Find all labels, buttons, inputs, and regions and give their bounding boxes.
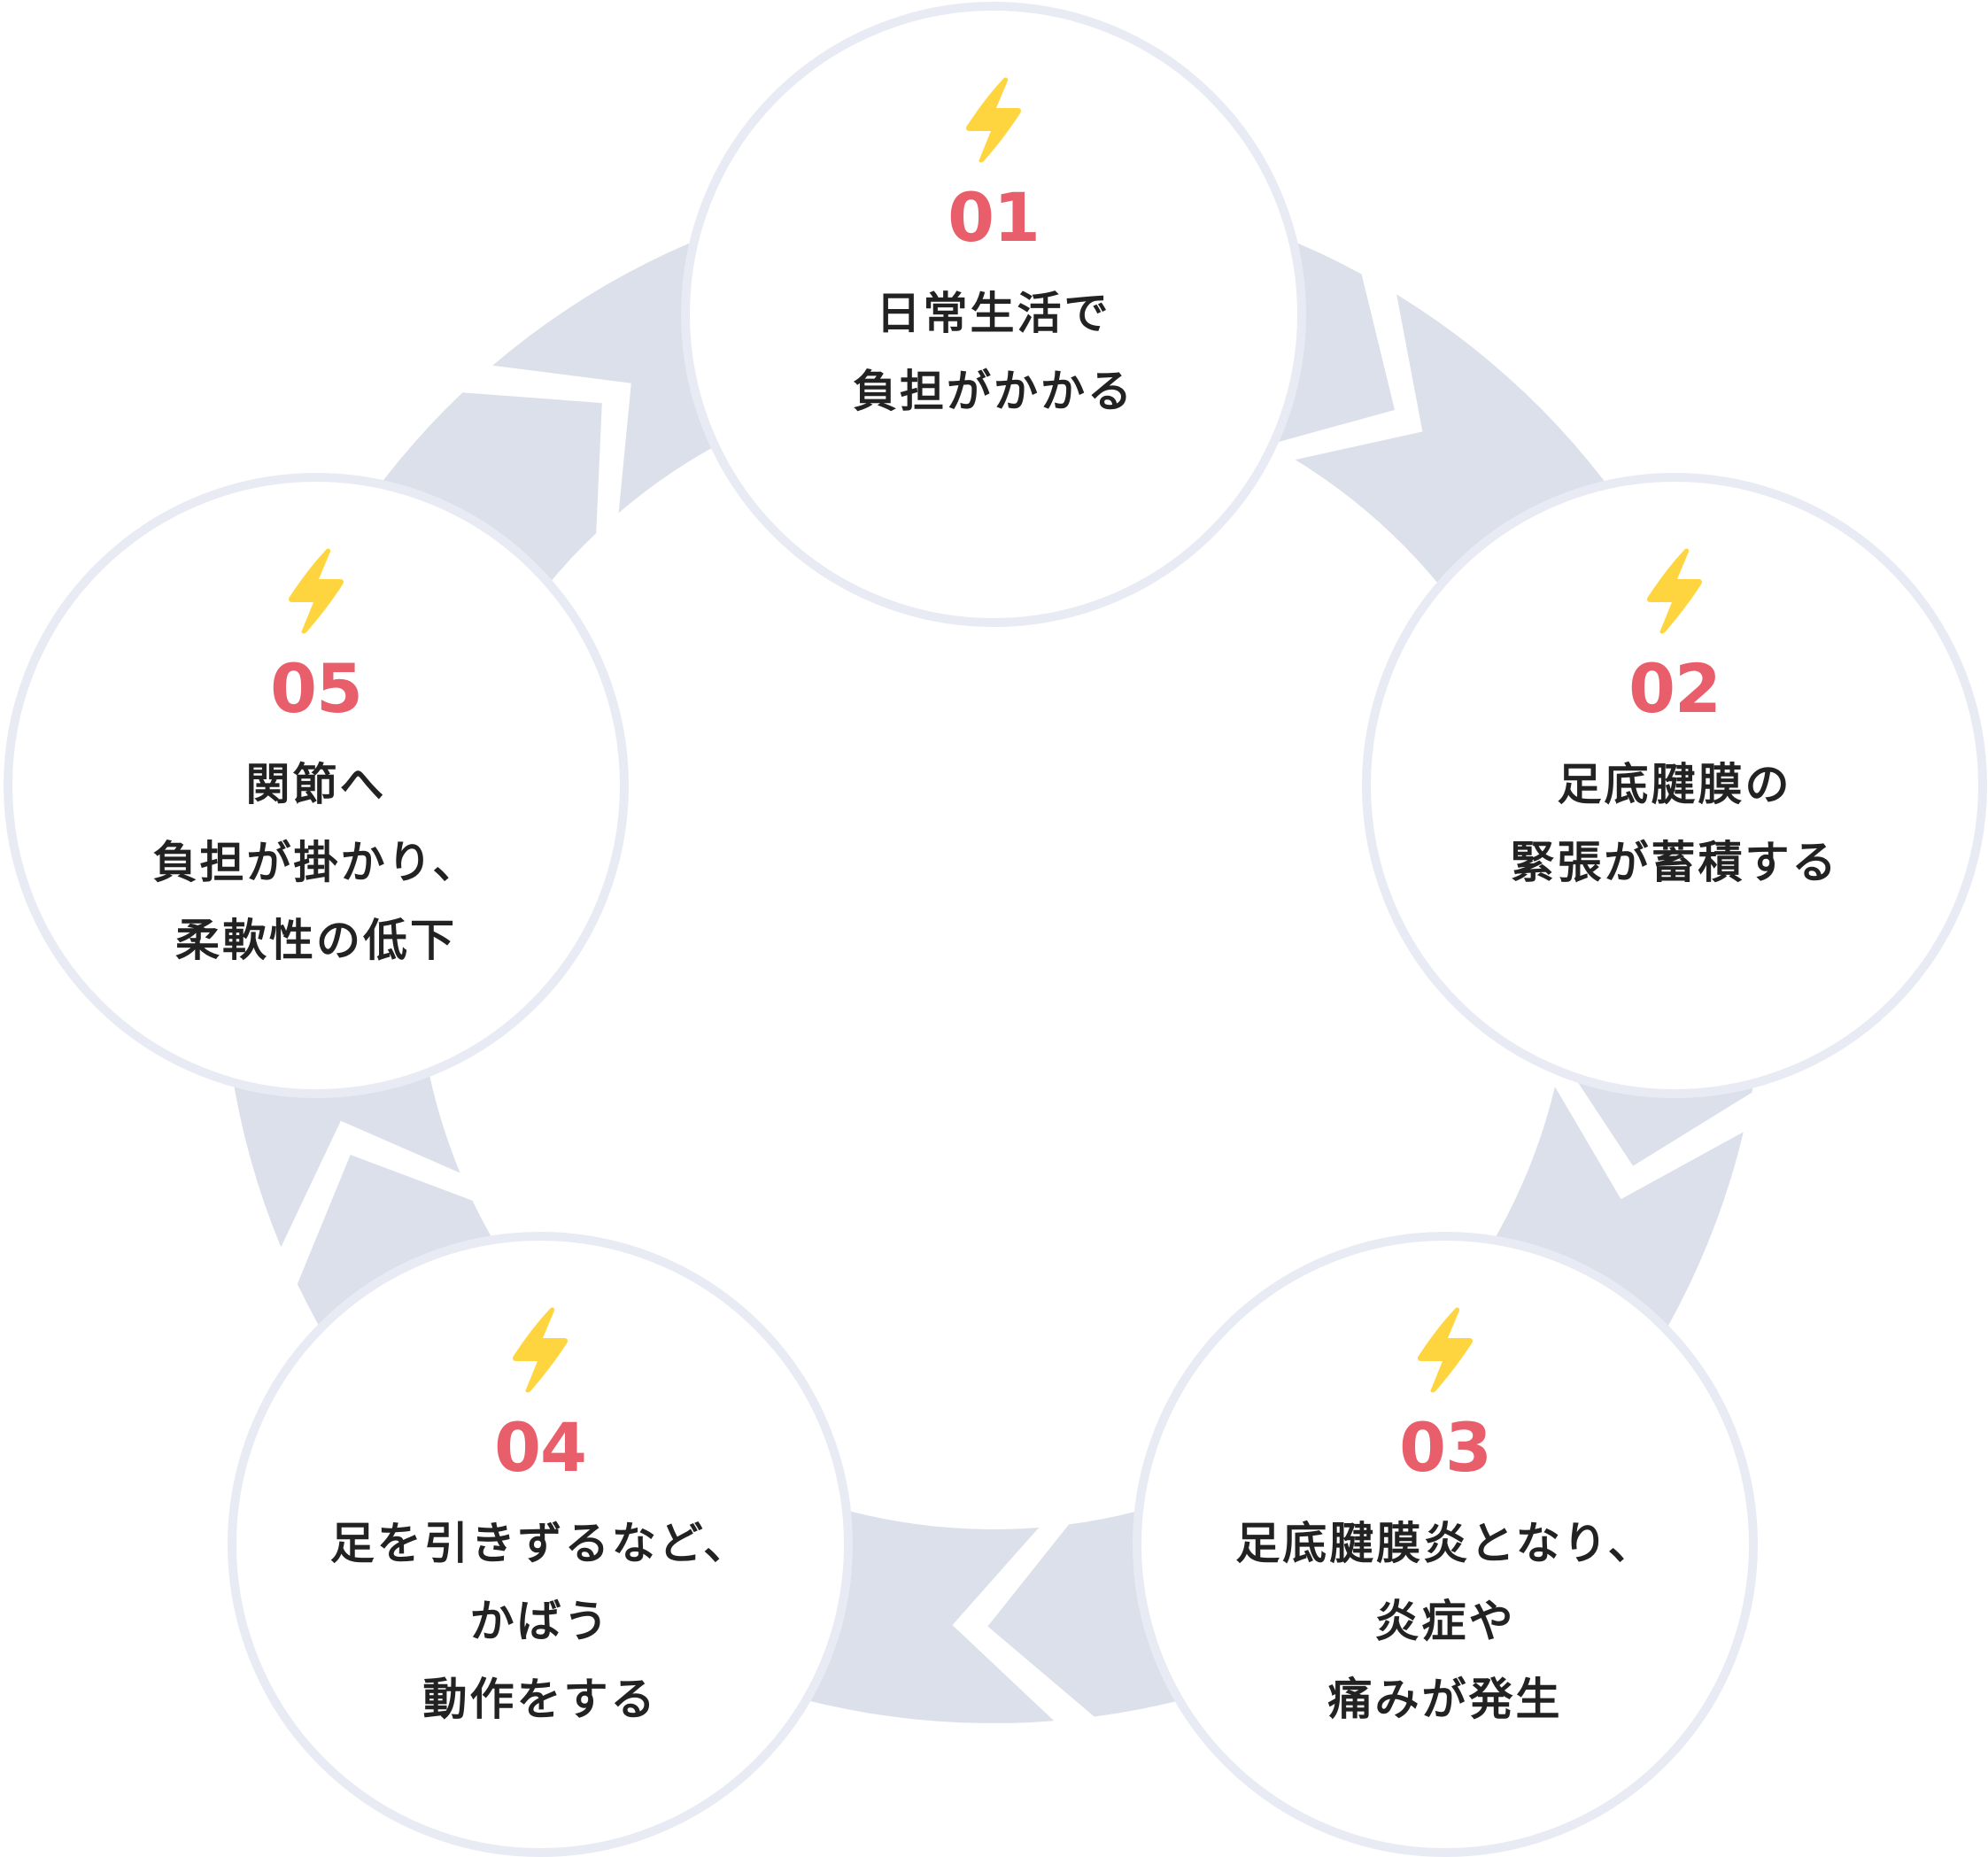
step-line: 関節へ xyxy=(245,759,387,810)
step-description: 関節へ 負担が掛かり、 柔軟性の低下 xyxy=(30,746,602,979)
step-description: 日常生活で 負担がかかる xyxy=(708,275,1280,430)
step-number: 03 xyxy=(1399,1408,1492,1487)
step-number: 04 xyxy=(494,1408,587,1487)
step-line: 痛みが発生 xyxy=(1327,1674,1563,1725)
step-line: 足底腱膜の xyxy=(1557,759,1792,810)
step-line: 日常生活で xyxy=(876,288,1111,339)
lightning-bolt-icon xyxy=(1647,548,1702,634)
step-line: 負担がかかる xyxy=(853,366,1134,417)
step-line: 足を引きずるなど、 xyxy=(329,1518,751,1569)
cycle-step-03: 03 足底腱膜炎となり、 炎症や 痛みが発生 xyxy=(1133,1232,1758,1857)
step-description: 足底腱膜の 緊張が蓄積する xyxy=(1389,746,1961,901)
step-line: かばう xyxy=(469,1596,611,1647)
cycle-step-05: 05 関節へ 負担が掛かり、 柔軟性の低下 xyxy=(4,473,629,1098)
step-line: 負担が掛かり、 xyxy=(152,837,480,888)
lightning-bolt-icon xyxy=(1418,1307,1473,1393)
step-description: 足を引きずるなど、 かばう 動作をする xyxy=(254,1505,826,1738)
step-line: 緊張が蓄積する xyxy=(1510,837,1839,888)
step-line: 足底腱膜炎となり、 xyxy=(1235,1518,1655,1569)
cycle-step-04: 04 足を引きずるなど、 かばう 動作をする xyxy=(228,1232,853,1857)
step-number: 02 xyxy=(1628,649,1721,728)
lightning-bolt-icon xyxy=(289,548,344,634)
step-line: 柔軟性の低下 xyxy=(175,915,457,966)
step-number: 05 xyxy=(270,649,363,728)
step-line: 炎症や xyxy=(1374,1596,1516,1647)
step-line: 動作をする xyxy=(422,1674,658,1725)
cycle-step-02: 02 足底腱膜の 緊張が蓄積する xyxy=(1362,473,1987,1098)
step-number: 01 xyxy=(948,178,1040,257)
lightning-bolt-icon xyxy=(966,77,1021,163)
step-description: 足底腱膜炎となり、 炎症や 痛みが発生 xyxy=(1159,1505,1731,1738)
lightning-bolt-icon xyxy=(513,1307,568,1393)
cycle-step-01: 01 日常生活で 負担がかかる xyxy=(681,2,1306,627)
